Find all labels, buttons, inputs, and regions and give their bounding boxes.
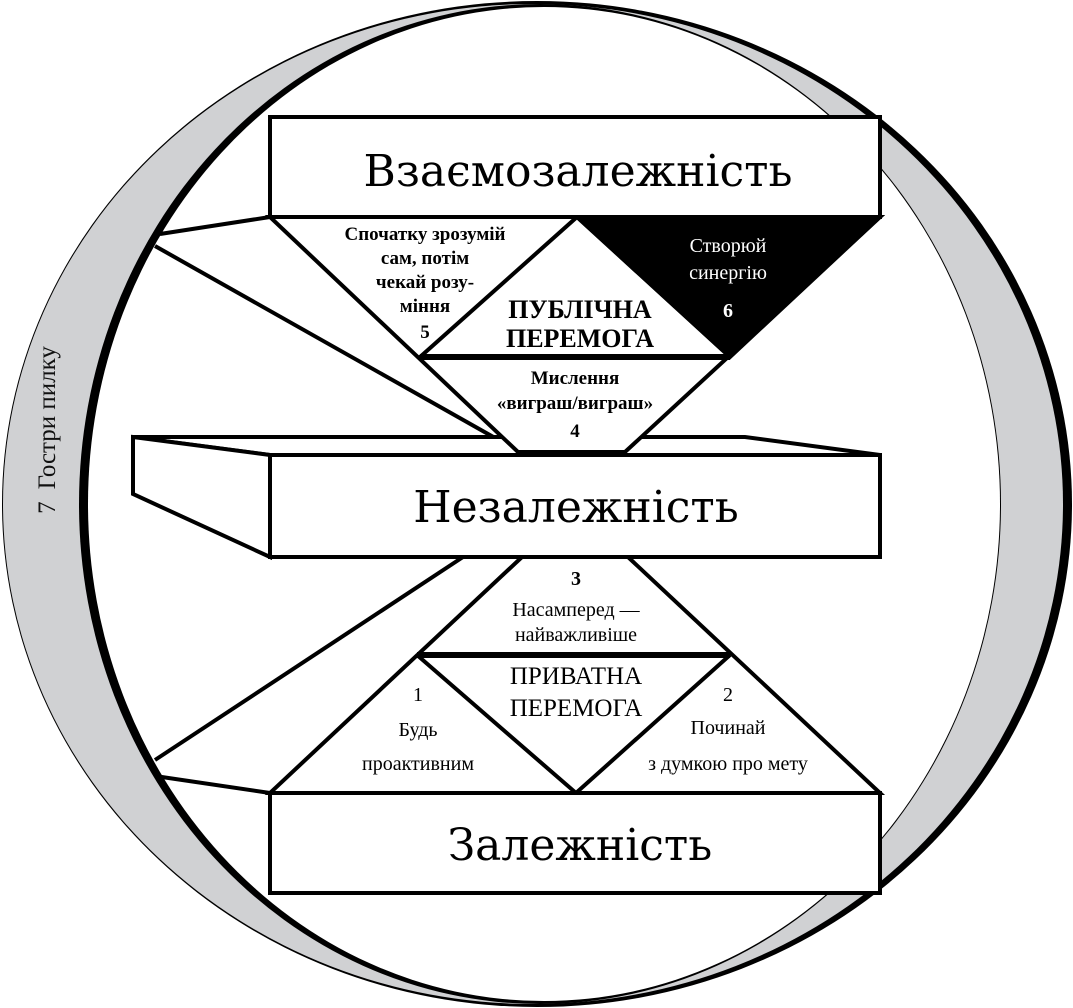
habit1-text: 1 Будь проактивним [362,684,474,775]
svg-text:1: 1 [413,684,423,706]
svg-text:3: 3 [571,568,581,590]
habit7-label: 7Гостри пилку [34,346,61,514]
dependence-label: Залежність [448,820,712,871]
svg-text:синергію: синергію [689,262,767,284]
svg-text:4: 4 [570,421,580,442]
svg-text:Починай: Починай [691,717,766,739]
svg-text:Створюй: Створюй [690,235,767,257]
svg-text:5: 5 [420,322,430,343]
interdependence-box [268,115,882,219]
private-victory-label: ПРИВАТНА ПЕРЕМОГА [510,663,643,722]
svg-text:ПЕРЕМОГА: ПЕРЕМОГА [506,324,654,353]
svg-text:ПРИВАТНА: ПРИВАТНА [510,663,642,690]
svg-text:ПЕРЕМОГА: ПЕРЕМОГА [510,695,643,722]
independence-label: Незалежність [413,482,738,533]
public-victory-label: ПУБЛІЧНА ПЕРЕМОГА [506,295,654,353]
perspective-line [154,774,271,795]
svg-text:Мислення: Мислення [531,368,620,389]
svg-text:проактивним: проактивним [362,753,474,775]
svg-text:міння: міння [400,296,450,317]
svg-text:з думкою про мету: з думкою про мету [648,753,808,775]
perspective-line [159,215,271,236]
habit4-text: Мислення «виграш/виграш» 4 [497,368,653,442]
habit2-text: 2 Починай з думкою про мету [648,684,808,775]
dependence-box [268,791,882,895]
independence-box [268,453,882,559]
svg-text:2: 2 [723,684,733,706]
habit3-text: 3 Насамперед — найважливіше [512,568,640,646]
svg-text:чекай розу-: чекай розу- [376,272,474,293]
habit5-text: Спочатку зрозумій сам, потім чекай розу-… [344,224,505,343]
interdependence-label: Взаємозалежність [364,146,793,197]
svg-text:найважливіше: найважливіше [515,624,637,646]
svg-text:6: 6 [723,300,733,322]
perspective-line [153,555,465,762]
perspective-line [154,244,521,454]
habit6-text: Створюй синергію 6 [689,235,767,322]
svg-text:Спочатку зрозумій: Спочатку зрозумій [344,224,505,245]
svg-text:«виграш/виграш»: «виграш/виграш» [497,393,653,414]
svg-text:Будь: Будь [398,719,437,741]
svg-text:сам, потім: сам, потім [381,248,469,269]
svg-text:ПУБЛІЧНА: ПУБЛІЧНА [508,295,652,324]
svg-text:Насамперед —: Насамперед — [512,599,640,621]
